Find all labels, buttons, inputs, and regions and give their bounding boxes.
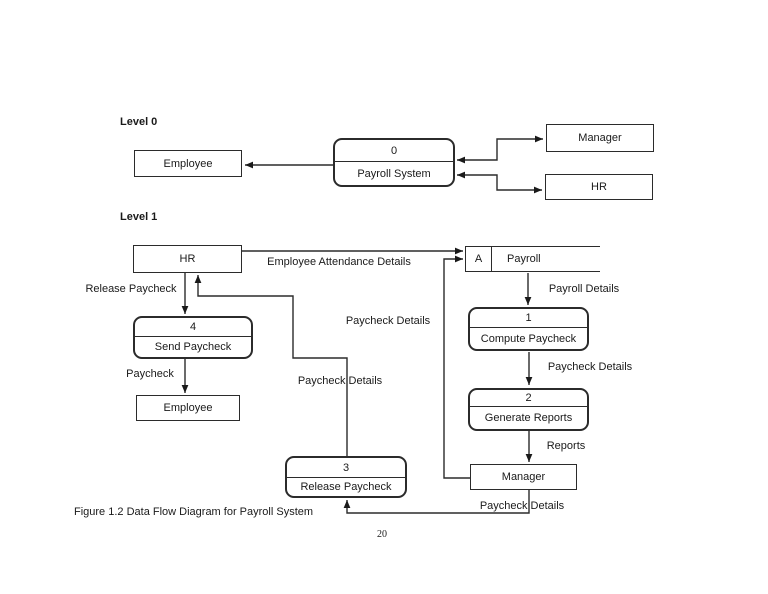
entity-manager-l0: Manager <box>546 124 654 152</box>
process-generate-reports-name: Generate Reports <box>484 412 573 424</box>
entity-employee-l0: Employee <box>134 150 242 177</box>
level0-title: Level 0 <box>120 116 158 128</box>
entity-employee-l1: Employee <box>136 395 240 421</box>
level1-title: Level 1 <box>120 211 158 223</box>
entity-manager-l1: Manager <box>470 464 577 490</box>
process-generate-reports-number: 2 <box>470 390 587 407</box>
entity-hr-l0: HR <box>545 174 653 200</box>
label-paycheck-details-bottom: Paycheck Details <box>479 500 565 512</box>
flow-payroll-system-manager-l0 <box>457 135 543 164</box>
label-paycheck-details-mid-lower: Paycheck Details <box>297 375 383 387</box>
label-payroll-details: Payroll Details <box>548 283 620 295</box>
flow-manager-to-datastore <box>443 255 470 479</box>
process-send-paycheck: 4 Send Paycheck <box>133 316 253 359</box>
flow-release-paycheck-to-hr <box>194 275 348 456</box>
label-release-paycheck: Release Paycheck <box>85 283 177 295</box>
process-send-paycheck-number: 4 <box>135 318 251 337</box>
process-release-paycheck-name: Release Paycheck <box>300 481 392 493</box>
process-compute-paycheck-number: 1 <box>470 309 587 328</box>
process-payroll-system-name: Payroll System <box>357 167 431 180</box>
label-reports: Reports <box>546 440 586 452</box>
label-paycheck: Paycheck <box>126 368 174 380</box>
process-generate-reports: 2 Generate Reports <box>468 388 589 431</box>
process-compute-paycheck-name: Compute Paycheck <box>480 332 577 345</box>
label-paycheck-details-right: Paycheck Details <box>547 361 633 373</box>
process-compute-paycheck: 1 Compute Paycheck <box>468 307 589 351</box>
datastore-payroll: A Payroll <box>465 246 600 272</box>
flow-manager-to-release-paycheck <box>343 490 530 514</box>
process-release-paycheck-number: 3 <box>287 458 405 478</box>
process-release-paycheck: 3 Release Paycheck <box>285 456 407 498</box>
label-employee-attendance-details: Employee Attendance Details <box>267 256 411 268</box>
flow-payroll-system-hr-l0 <box>457 171 542 194</box>
label-paycheck-details-mid-upper: Paycheck Details <box>345 315 431 327</box>
datastore-payroll-name: Payroll <box>507 253 541 265</box>
process-send-paycheck-name: Send Paycheck <box>154 341 232 353</box>
entity-hr-l1: HR <box>133 245 242 273</box>
process-payroll-system-l0: 0 Payroll System <box>333 138 455 187</box>
figure-caption: Figure 1.2 Data Flow Diagram for Payroll… <box>74 506 314 518</box>
datastore-payroll-id: A <box>465 247 492 271</box>
process-payroll-system-number: 0 <box>335 140 453 162</box>
page-number: 20 <box>377 529 387 540</box>
